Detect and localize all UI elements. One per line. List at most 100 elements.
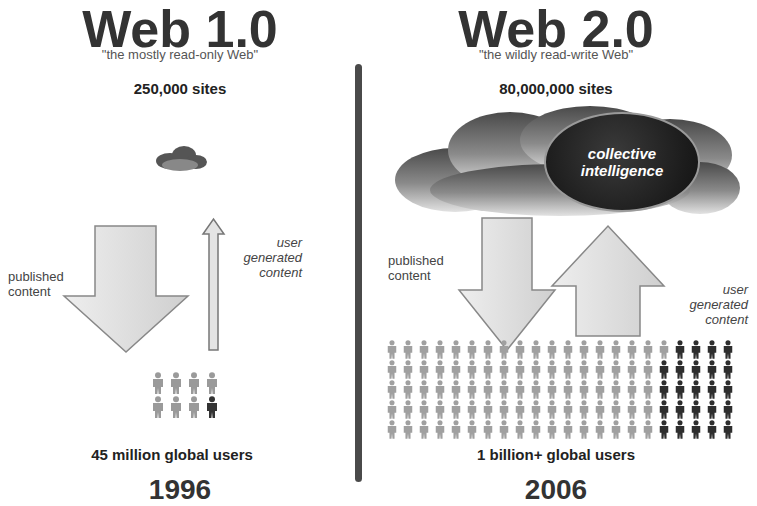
person-figure	[436, 340, 445, 359]
person-figure	[500, 380, 509, 399]
person-figure	[596, 340, 605, 359]
person-figure	[612, 340, 621, 359]
person-figure	[692, 340, 701, 359]
person-figure	[452, 400, 461, 419]
person-figure	[724, 340, 733, 359]
year: 1996	[80, 474, 280, 506]
person-figure	[516, 420, 525, 439]
arrow-label: user generated content	[668, 283, 748, 328]
user-count: 45 million global users	[22, 446, 322, 463]
person-figure	[484, 380, 493, 399]
person-figure	[388, 420, 397, 439]
person-figure	[644, 420, 653, 439]
up-arrow	[203, 219, 224, 350]
person-figure	[660, 400, 669, 419]
person-figure	[468, 360, 477, 379]
person-figure	[724, 360, 733, 379]
person-figure	[452, 360, 461, 379]
person-figure	[548, 340, 557, 359]
person-figure	[564, 400, 573, 419]
person-figure	[388, 380, 397, 399]
person-figure	[436, 360, 445, 379]
person-figure	[420, 400, 429, 419]
person-figure	[532, 420, 541, 439]
person-figure	[596, 380, 605, 399]
person-figure	[207, 372, 217, 394]
person-figure	[724, 400, 733, 419]
arrow-label: published content	[8, 270, 100, 300]
person-figure	[708, 380, 717, 399]
cloud	[395, 106, 740, 216]
person-figure	[516, 360, 525, 379]
person-figure	[404, 400, 413, 419]
person-figure	[580, 380, 589, 399]
person-figure	[580, 420, 589, 439]
person-figure	[207, 396, 217, 418]
down-arrow	[64, 226, 188, 352]
person-figure	[692, 360, 701, 379]
person-figure	[676, 420, 685, 439]
user-count: 1 billion+ global users	[396, 446, 716, 463]
person-figure	[564, 420, 573, 439]
person-figure	[564, 360, 573, 379]
person-figure	[452, 380, 461, 399]
person-figure	[596, 400, 605, 419]
person-figure	[532, 380, 541, 399]
person-figure	[171, 372, 181, 394]
person-figure	[484, 360, 493, 379]
person-figure	[628, 420, 637, 439]
person-figure	[692, 400, 701, 419]
person-figure	[612, 420, 621, 439]
person-figure	[644, 400, 653, 419]
person-figure	[500, 420, 509, 439]
person-figure	[724, 380, 733, 399]
person-figure	[500, 360, 509, 379]
divider	[355, 64, 362, 482]
person-figure	[484, 400, 493, 419]
person-figure	[516, 380, 525, 399]
person-figure	[676, 380, 685, 399]
up-arrow	[552, 226, 664, 336]
person-figure	[692, 420, 701, 439]
person-figure	[692, 380, 701, 399]
person-figure	[724, 420, 733, 439]
person-figure	[676, 360, 685, 379]
person-figure	[189, 372, 199, 394]
person-figure	[644, 360, 653, 379]
person-figure	[612, 380, 621, 399]
arrow-label: user generated content	[228, 236, 302, 281]
person-figure	[484, 420, 493, 439]
person-figure	[484, 340, 493, 359]
intelligence-circle: collective intelligence	[544, 112, 701, 212]
person-figure	[660, 340, 669, 359]
person-figure	[404, 340, 413, 359]
person-figure	[404, 360, 413, 379]
person-figure	[388, 340, 397, 359]
person-figure	[676, 340, 685, 359]
person-figure	[420, 420, 429, 439]
person-figure	[612, 360, 621, 379]
person-figure	[420, 380, 429, 399]
person-figure	[580, 340, 589, 359]
people-crowd	[153, 340, 732, 439]
person-figure	[420, 360, 429, 379]
down-arrow	[459, 218, 555, 350]
person-figure	[660, 380, 669, 399]
person-figure	[548, 400, 557, 419]
subtitle: "the mostly read-only Web"	[50, 48, 310, 63]
person-figure	[404, 420, 413, 439]
person-figure	[676, 400, 685, 419]
person-figure	[532, 400, 541, 419]
person-figure	[189, 396, 199, 418]
person-figure	[660, 360, 669, 379]
person-figure	[436, 380, 445, 399]
person-figure	[516, 340, 525, 359]
person-figure	[564, 340, 573, 359]
person-figure	[708, 400, 717, 419]
person-figure	[580, 360, 589, 379]
person-figure	[468, 400, 477, 419]
person-figure	[468, 340, 477, 359]
person-figure	[500, 340, 509, 359]
person-figure	[548, 420, 557, 439]
person-figure	[452, 340, 461, 359]
